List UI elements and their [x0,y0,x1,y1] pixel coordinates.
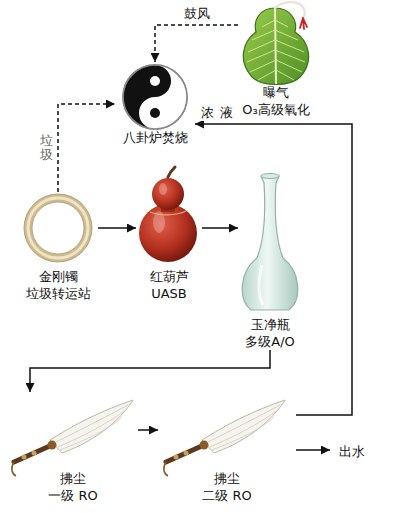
edge-label: 浓液 [201,105,239,121]
flow-arrow [138,429,158,431]
illustration-part [150,108,160,118]
illustration-part [50,400,133,453]
node-label: UASB [151,285,187,302]
illustration-part [123,65,187,129]
whisk-node: 拂尘一级 RO [8,392,138,504]
node-label: 出水 [339,443,365,460]
node-label: 垃圾转运站 [26,285,91,302]
illustration-part [243,8,308,85]
illustration-part [300,18,307,29]
edge-label: 垃圾 [40,134,53,163]
illustration-part [22,455,27,460]
illustration-part [152,178,184,210]
illustration-part [28,198,88,258]
illustration-part [48,441,57,450]
node-label: 拂尘 [60,470,86,487]
node-label: 玉净瓶 [251,316,290,333]
gourd-node: 红葫芦UASB [136,165,202,302]
illustration-part [247,20,305,80]
illustration-part [32,451,37,456]
illustration-part [12,462,16,476]
whisk-illustration [12,400,133,476]
illustration-part [261,174,279,179]
node-label: O₃高级氧化 [242,101,309,118]
flow-arrow [195,124,352,415]
node-label: 多级A/O [245,333,295,350]
illustration-part [259,265,263,305]
whisk-node: 拂尘二级 RO [158,392,296,504]
bracelet-illustration [24,194,92,262]
illustration-part [159,183,167,195]
fan-illustration [243,2,308,84]
edge-label: 鼓风 [184,6,210,22]
node-label: 红葫芦 [150,268,189,285]
output-node: 出水 [330,440,374,460]
flow-arrow [296,449,330,451]
node-label: 八卦炉焚烧 [123,129,188,146]
illustration-part [275,2,305,18]
illustration-part [32,202,84,254]
node-label: 金刚镯 [39,268,78,285]
illustration-part [150,76,160,86]
gourd-illustration [139,167,197,262]
node-label: 一级 RO [48,487,97,504]
flow-arrow [98,227,136,229]
furnace-node: 八卦炉焚烧 [115,62,195,146]
flow-arrow [202,227,238,229]
illustration-part [150,211,186,215]
illustration-part [242,176,298,310]
vase-illustration [242,174,298,311]
illustration-part [24,194,92,262]
illustration-part [28,198,88,258]
illustration-part [123,65,187,129]
bracelet-node: 金刚镯垃圾转运站 [18,192,98,302]
flow-arrow [30,350,270,392]
dashed-arrow [58,104,115,192]
illustration-part [56,405,128,450]
vase-node: 玉净瓶多级A/O [238,172,302,350]
yin-yang-symbol [123,65,187,129]
node-label: 二级 RO [202,487,251,504]
whisk-illustration [164,400,285,476]
node-label: 拂尘 [214,470,240,487]
dashed-arrow [155,25,238,62]
node-label: 曝气 [263,84,289,101]
fan-node: 曝气O₃高级氧化 [238,2,314,118]
illustration-part [168,167,175,177]
illustration-part [14,445,52,462]
illustration-part [139,204,197,262]
illustration-part [139,65,187,129]
